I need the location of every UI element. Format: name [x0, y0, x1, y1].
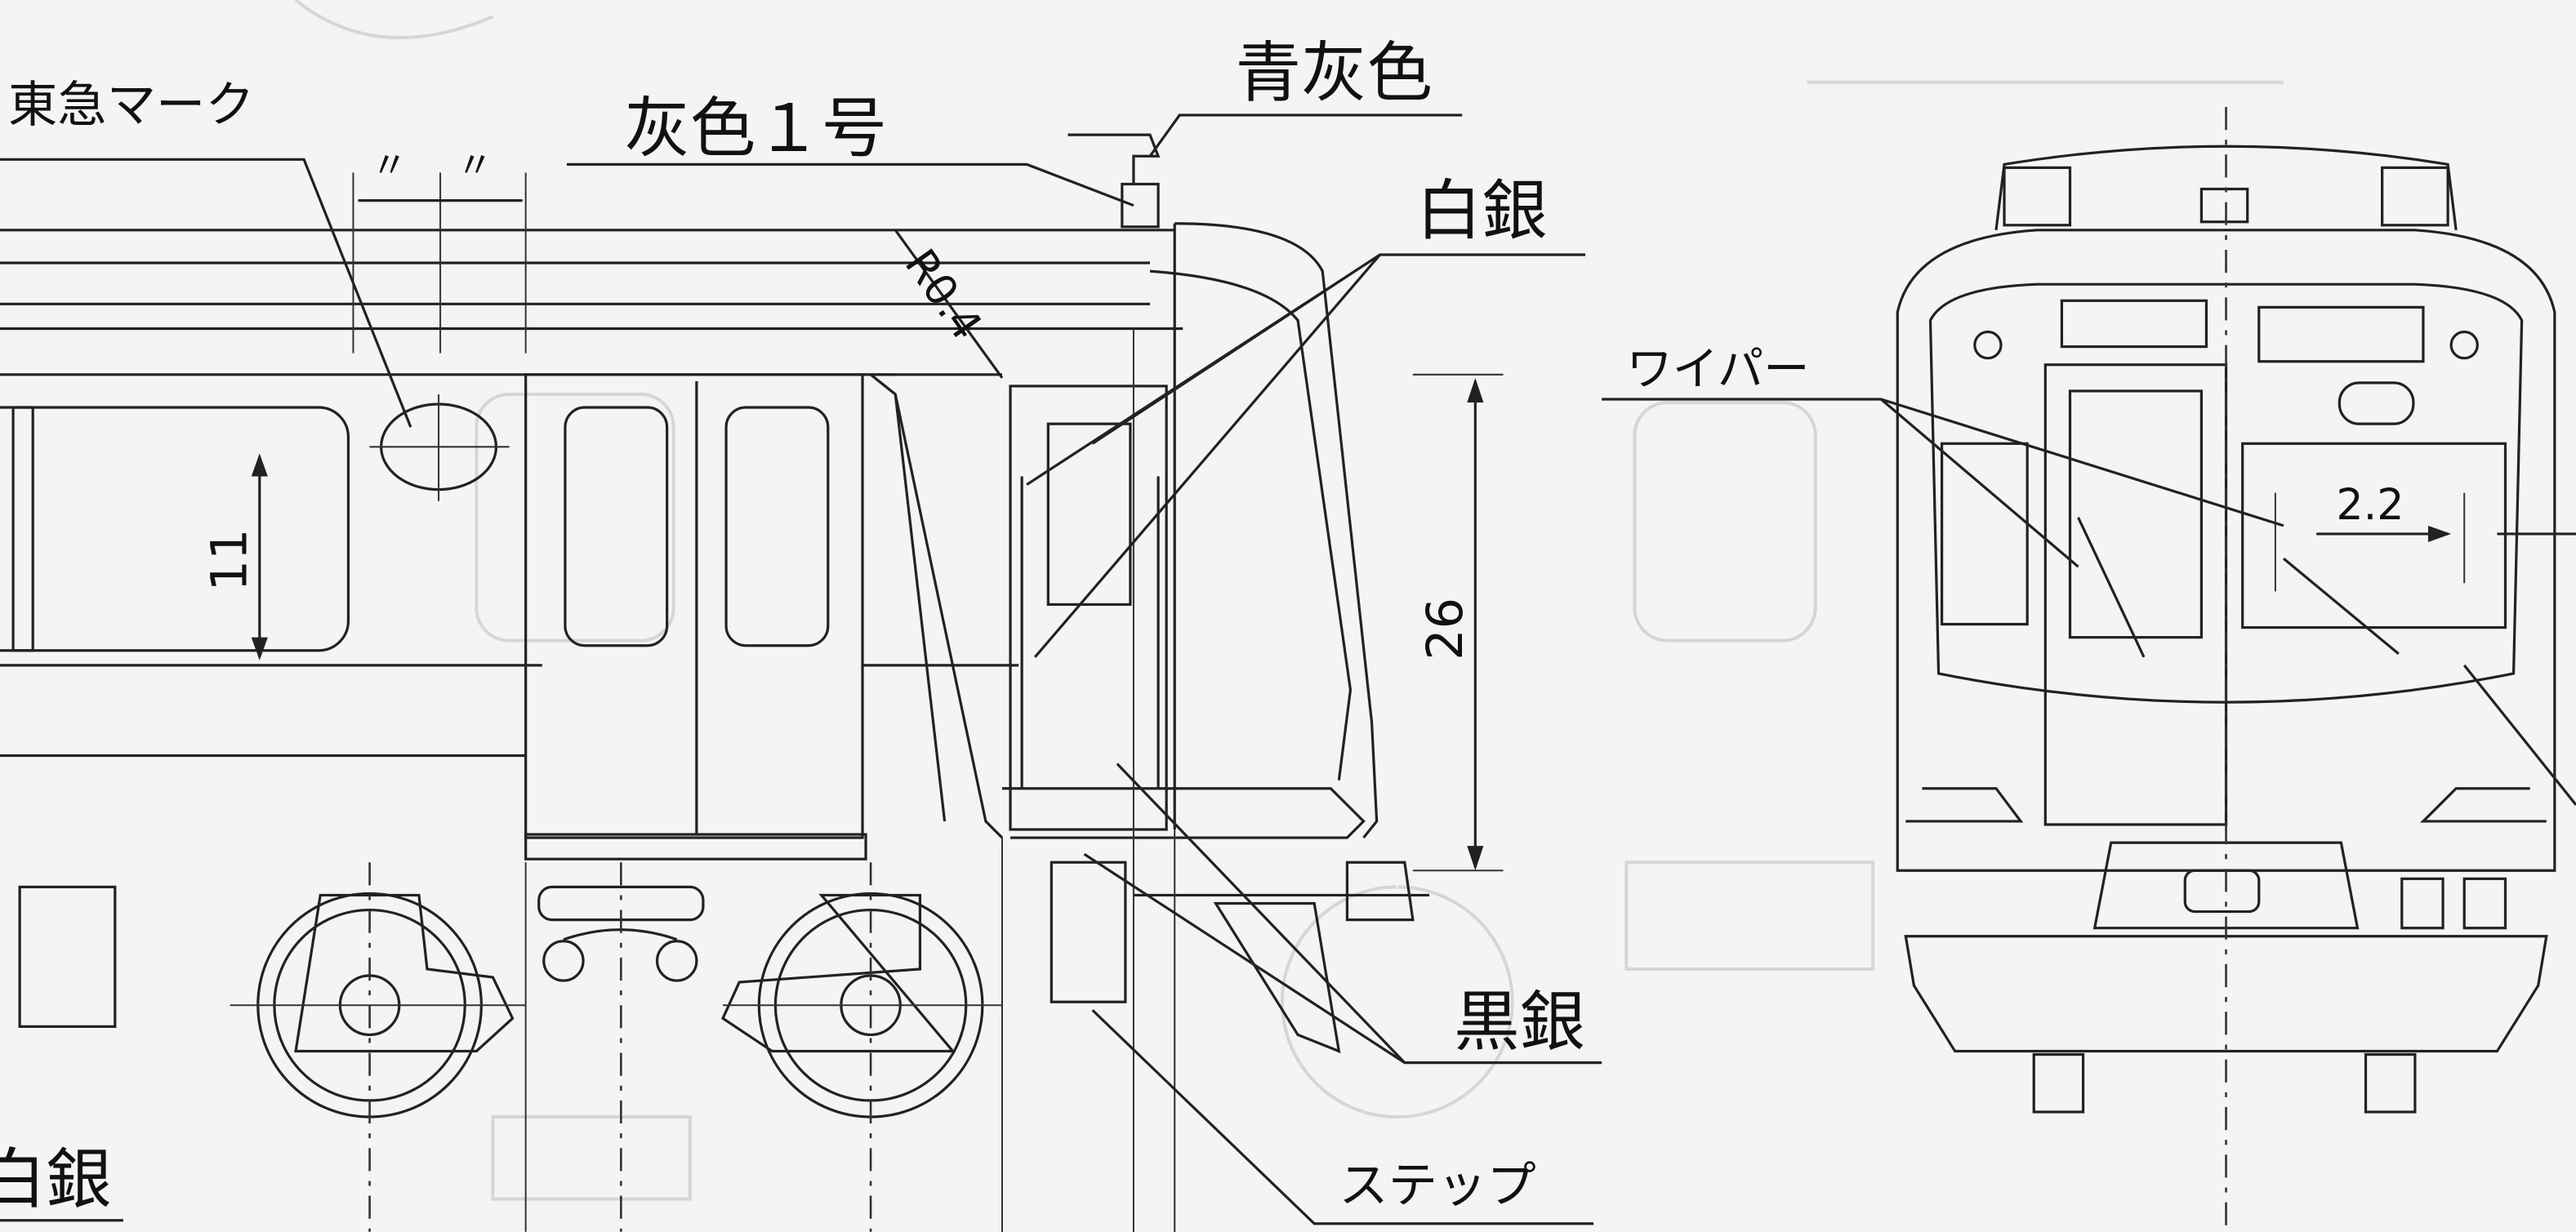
bogies: [18, 862, 1003, 1232]
dimension-window-height: 11: [202, 529, 259, 592]
antenna: [1121, 182, 1160, 229]
ditto-mark-right: 〃: [457, 145, 492, 186]
label-black-silver: 黒銀: [1454, 983, 1585, 1060]
ditto-mark-left: 〃: [372, 145, 408, 186]
label-blue-gray: 青灰色: [1236, 34, 1433, 111]
label-gray-no1: 灰色１号: [624, 90, 887, 167]
labels: 東急マーク 灰色１号 青灰色 白銀 ワイパー 黒銀 ステップ 白銀 11 26 …: [0, 34, 2404, 1218]
side-view-body: [0, 172, 1183, 861]
label-white-silver-bottom: 白銀: [0, 1141, 112, 1218]
label-white-silver-top: 白銀: [1416, 172, 1548, 249]
dimensions: [251, 373, 2576, 872]
side-view-cab: [1001, 133, 1429, 1232]
side-door: [524, 373, 864, 839]
label-step: ステップ: [1339, 1158, 1535, 1215]
dimension-wiper-offset: 2.2: [2336, 480, 2404, 530]
side-window: [0, 406, 350, 652]
front-view: [1896, 106, 2556, 1232]
label-wiper: ワイパー: [1626, 343, 1809, 396]
ghost-background-lines: [294, 0, 2284, 1201]
label-tokyu-mark: 東急マーク: [8, 77, 255, 134]
leader-lines: [0, 113, 2576, 1225]
dimension-body-height: 26: [1417, 598, 1474, 660]
dimension-corner-radius: R0.4: [895, 241, 992, 349]
